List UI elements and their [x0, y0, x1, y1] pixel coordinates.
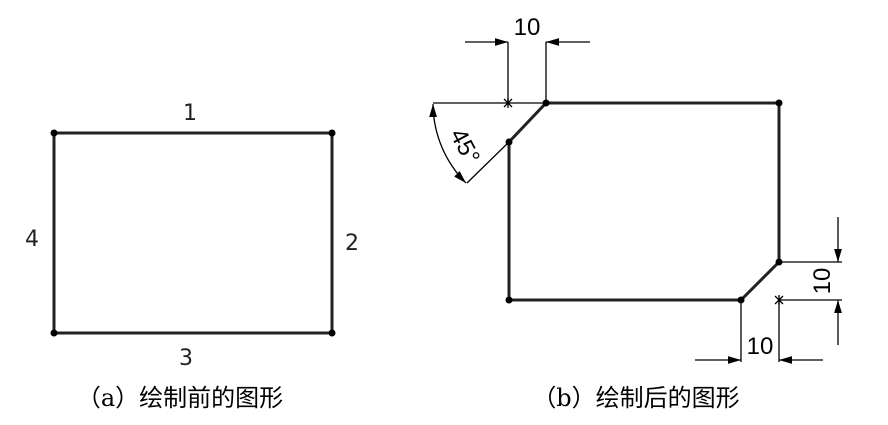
dimension-top	[429, 38, 590, 184]
dimension-right	[779, 217, 842, 345]
caption-a: （a）绘制前的图形	[77, 384, 283, 412]
edge-label-3: 3	[179, 346, 193, 371]
edge-label-1: 1	[183, 101, 197, 126]
dim-right-value: 10	[809, 268, 836, 295]
dim-top-value: 10	[514, 14, 541, 41]
chamfered-shape	[505, 99, 783, 304]
edge-label-4: 4	[25, 227, 39, 252]
edge-label-2: 2	[345, 231, 359, 256]
caption-b: （b）绘制后的图形	[532, 384, 739, 412]
rectangle-before	[50, 129, 336, 337]
dim-bottom-value: 10	[747, 333, 774, 360]
